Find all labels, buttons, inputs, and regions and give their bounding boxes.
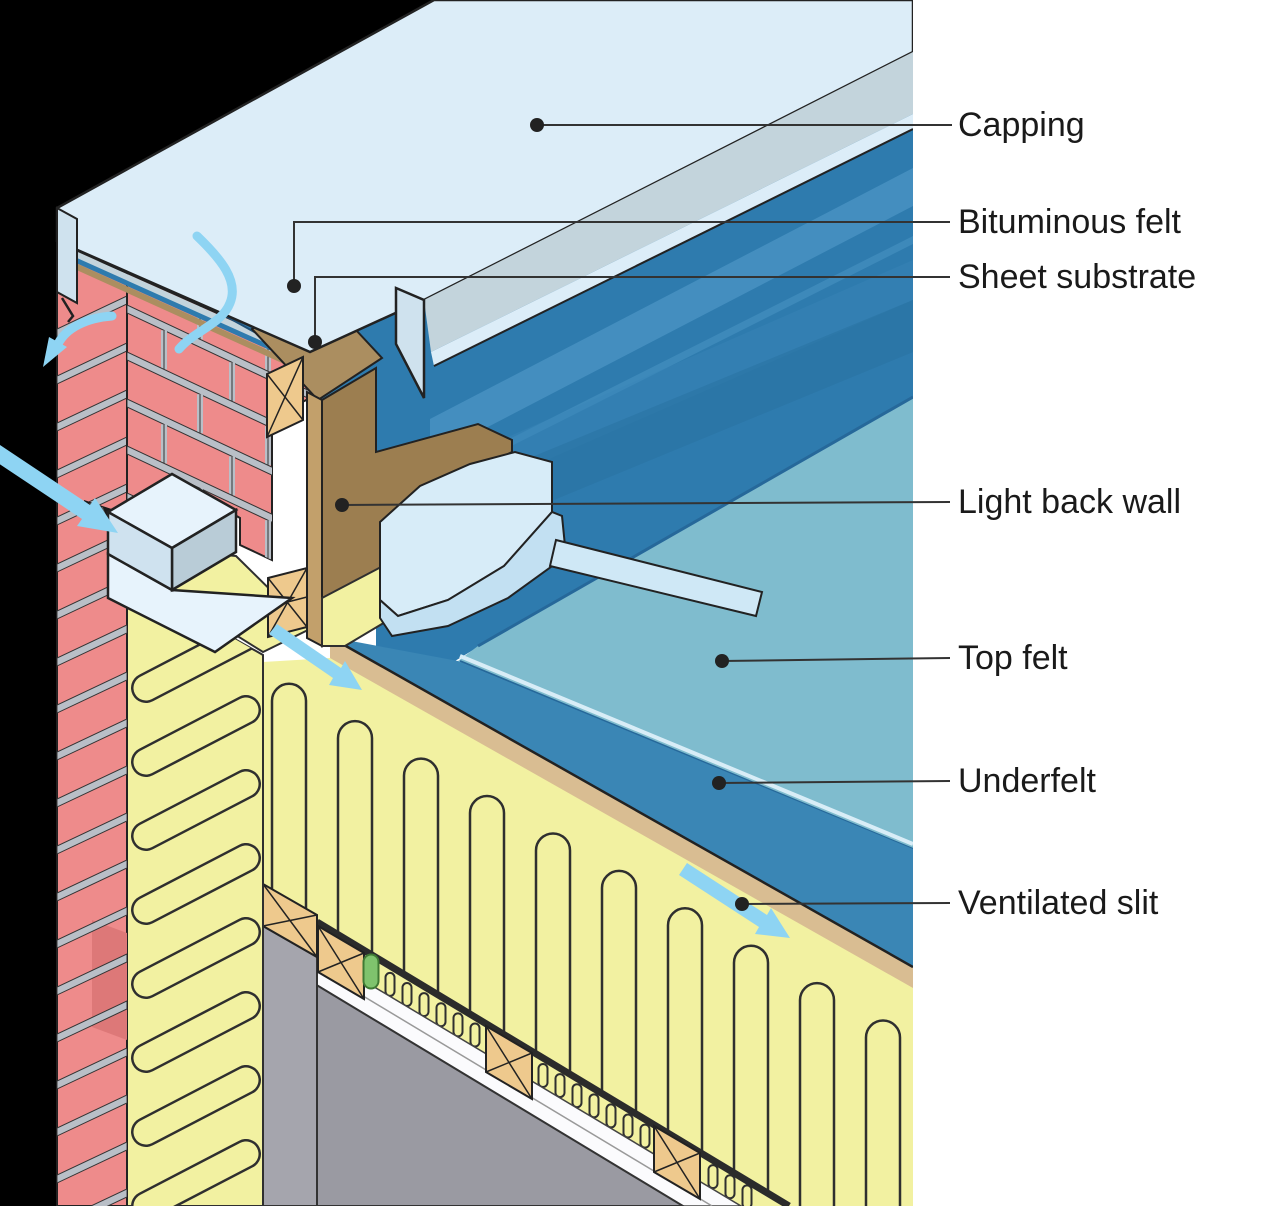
airflow-arrow: [43, 337, 67, 367]
airflow-arrows: [0, 231, 790, 938]
vent-channel: [600, 869, 638, 1115]
mortar-joint: [127, 304, 310, 401]
timber-blocking: [266, 355, 304, 439]
capping-drip-edge: [56, 206, 78, 305]
mortar-joint: [57, 859, 127, 902]
label-ventilated-slit: Ventilated slit: [958, 884, 1159, 922]
mortar-joint: [57, 1047, 127, 1090]
label-capping: Capping: [958, 106, 1085, 144]
leader-dot: [287, 279, 301, 293]
mortar-joint: [127, 398, 310, 495]
labels: Capping Bituminous felt Sheet substrate …: [958, 106, 1196, 922]
mortar-joint: [57, 342, 127, 385]
leader-line: [718, 780, 951, 784]
vent-slot: [133, 623, 259, 701]
airflow-arrow: [174, 231, 237, 354]
roof-cut-section: [262, 882, 791, 1206]
leader-line: [341, 501, 951, 506]
cut-background: [0, 0, 434, 1206]
label-light-back-wall: Light back wall: [958, 483, 1181, 521]
airflow-arrow: [53, 311, 117, 349]
inner-wall-face: [262, 924, 318, 1206]
leader-line: [721, 657, 951, 662]
vent-slot: [133, 1067, 259, 1145]
capping-drip-fold: [394, 286, 426, 399]
timber-blocking: [485, 1024, 533, 1101]
mortar-joint: [57, 765, 127, 808]
mortar-joint: [57, 953, 127, 996]
vent-channel: [468, 794, 506, 1037]
felt-streak: [430, 236, 913, 487]
vent-channel: [402, 757, 440, 997]
vent-channel: [798, 981, 836, 1206]
mortar-joint: [57, 718, 127, 761]
timber-blocking: [317, 924, 365, 1001]
leader-line: [293, 221, 950, 286]
leader-dot: [308, 335, 322, 349]
leader-lines: [293, 124, 952, 905]
mortar-joint: [57, 436, 127, 479]
top-felt-layer: [458, 395, 913, 850]
cut-edge-line: [315, 919, 791, 1206]
mortar-joint: [57, 1094, 127, 1137]
mortar-joint: [127, 445, 310, 542]
vent-inlet: [105, 472, 296, 654]
insulation-ventilated-slit: [263, 658, 913, 1206]
label-bituminous-felt: Bituminous felt: [958, 203, 1182, 241]
vent-channel: [666, 907, 704, 1155]
flashing: [379, 450, 764, 638]
leader-dot: [712, 776, 726, 790]
mortar-joint: [57, 1000, 127, 1043]
vent-slot: [133, 993, 259, 1071]
leader-line: [741, 902, 951, 905]
label-top-felt: Top felt: [958, 639, 1068, 677]
vent-channel: [336, 719, 374, 958]
airflow-arrow: [679, 863, 790, 938]
felt-streak: [430, 168, 913, 457]
vent-slot: [133, 697, 259, 775]
mortar-joint: [57, 1188, 127, 1206]
mortar-joint: [127, 351, 310, 448]
vent-channel: [864, 1019, 902, 1206]
label-underfelt: Underfelt: [958, 762, 1097, 800]
vent-channel: [534, 832, 572, 1076]
leader-dots: [287, 118, 749, 911]
airflow-arrow: [0, 445, 118, 533]
diagram: [0, 0, 913, 1206]
vent-slot: [133, 919, 259, 997]
airflow-arrow: [269, 624, 362, 690]
vent-channel: [732, 944, 770, 1194]
mortar-joint: [57, 812, 127, 855]
vent-slot: [133, 1141, 259, 1206]
label-sheet-substrate: Sheet substrate: [958, 258, 1196, 296]
leader-line: [314, 276, 950, 342]
mortar-joint: [57, 906, 127, 949]
mortar-joint: [57, 389, 127, 432]
leader-dot: [735, 897, 749, 911]
mortar-joint: [57, 1141, 127, 1184]
vent-slot: [133, 771, 259, 849]
leader-dot: [335, 498, 349, 512]
timber-blocking: [653, 1124, 701, 1201]
vent-slot: [133, 845, 259, 923]
vent-channel: [270, 682, 308, 909]
wall-insulation: [124, 548, 312, 1206]
mortar-joint: [57, 624, 127, 667]
felt-streak: [430, 260, 913, 511]
mortar-joint: [57, 671, 127, 714]
fixing-screw: [60, 297, 75, 323]
leader-dot: [530, 118, 544, 132]
leader-dot: [715, 654, 729, 668]
